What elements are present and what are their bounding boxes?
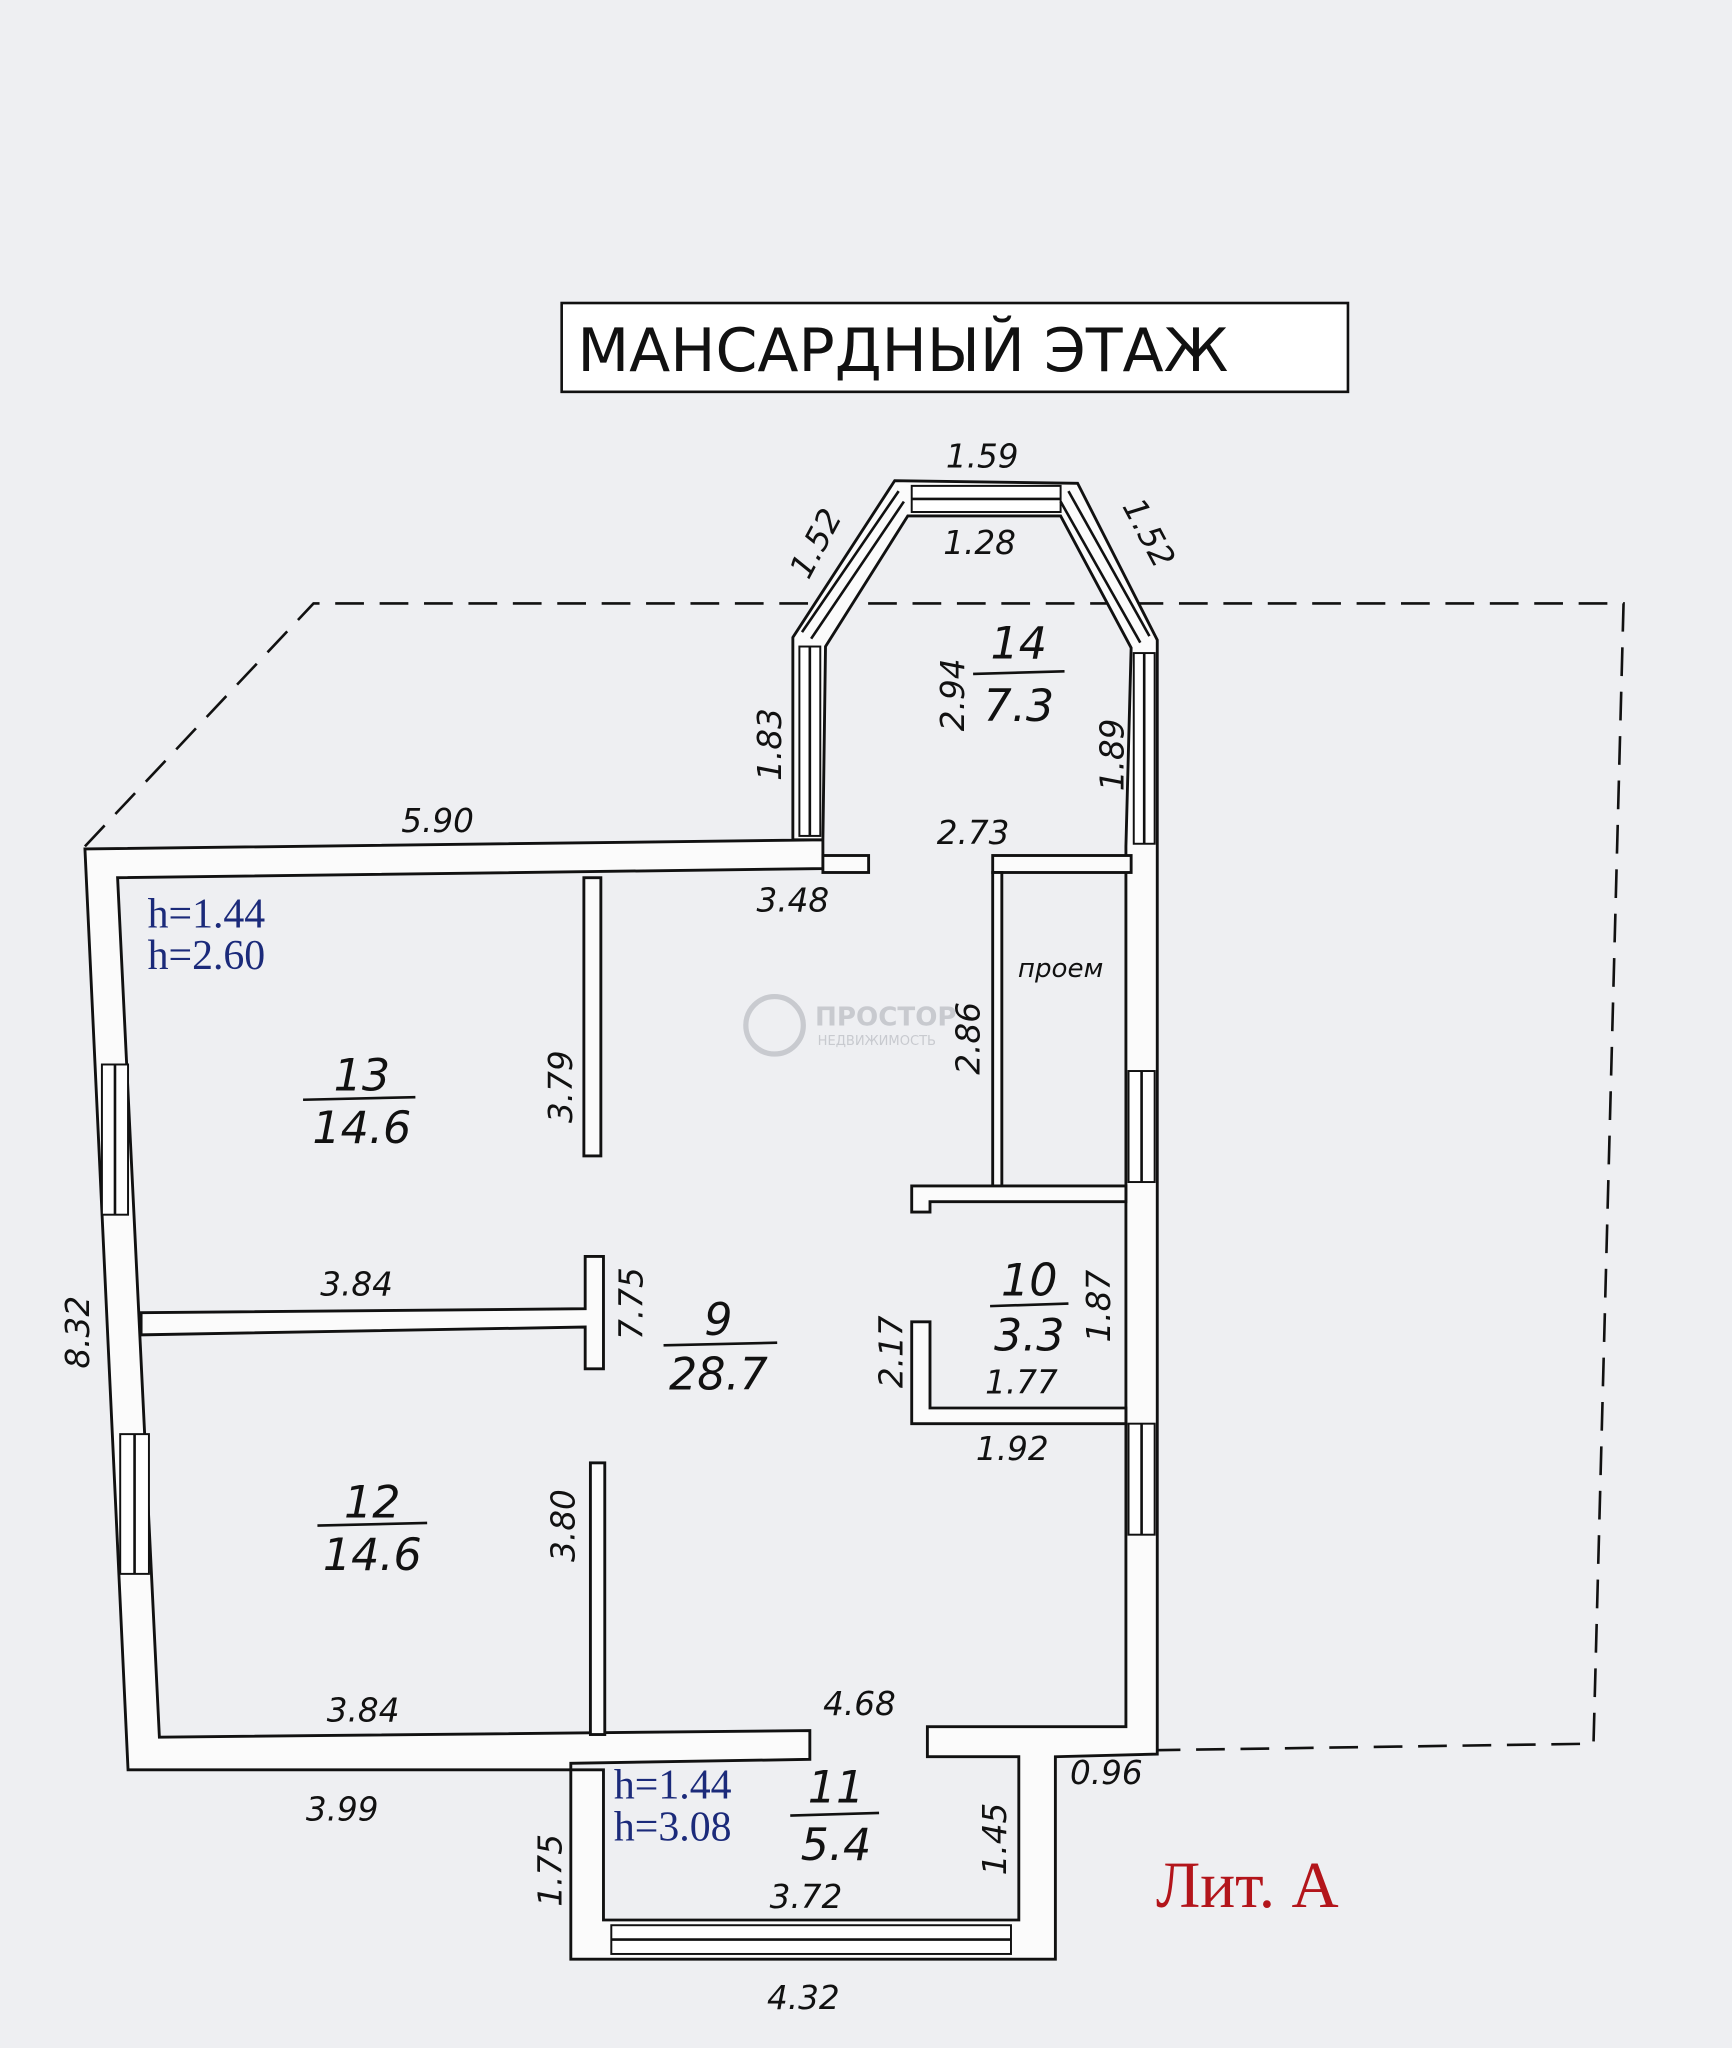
outer-walls: [83, 479, 1159, 1961]
ceiling-heights: h=1.44 h=2.60 h=1.44 h=3.08: [148, 891, 732, 1850]
dimension-label: 1.77: [985, 1364, 1058, 1402]
dimension-label: 1.75: [532, 1834, 570, 1907]
interior-walls: [139, 854, 1133, 1736]
room-label: 14: [991, 618, 1047, 669]
dimension-labels: 1.59 1.52 1.52 1.28 2.94 1.83 1.89 5.90 …: [59, 438, 1183, 2017]
litera-label: Лит. А: [1156, 1850, 1339, 1922]
dimension-label: 3.80: [545, 1489, 583, 1562]
watermark-logo: ПРОСТОР НЕДВИЖИМОСТЬ: [743, 993, 957, 1057]
watermark-brand: ПРОСТОР: [815, 1002, 957, 1032]
room-11: 115.4: [790, 1762, 880, 1871]
opening-label: проем: [1018, 954, 1103, 984]
dimension-label: 1.83: [751, 708, 789, 781]
height-label: h=2.60: [148, 933, 266, 979]
room-label: 10: [1001, 1256, 1057, 1307]
room-label: 12: [344, 1478, 401, 1529]
title-box: МАНСАРДНЫЙ ЭТАЖ: [560, 301, 1350, 394]
dimension-label: 3.84: [320, 1266, 393, 1304]
room-10: 103.3: [990, 1256, 1069, 1362]
room-label: 14.6: [312, 1103, 411, 1154]
room-label: 3.3: [994, 1311, 1065, 1362]
watermark-sub: НЕДВИЖИМОСТЬ: [818, 1034, 936, 1049]
room-label: 28.7: [669, 1350, 768, 1401]
dimension-label: 1.45: [976, 1803, 1014, 1876]
dimension-label: 1.89: [1093, 719, 1131, 792]
dimension-label: 3.99: [306, 1791, 379, 1829]
window-bay-left: [800, 490, 900, 633]
dimension-label: 4.32: [767, 1979, 840, 2017]
dimension-label: 3.72: [770, 1878, 843, 1916]
room-9: 928.7: [663, 1295, 778, 1401]
room-14: 147.3: [973, 618, 1065, 732]
plan-title: МАНСАРДНЫЙ ЭТАЖ: [577, 314, 1228, 386]
room-label: 13: [334, 1051, 391, 1102]
dimension-label: 2.17: [873, 1315, 911, 1388]
dimension-label: 2.94: [934, 659, 972, 732]
dimension-label: 1.92: [976, 1430, 1049, 1468]
dimension-label: 5.90: [401, 802, 474, 840]
room-label: 9: [704, 1295, 732, 1346]
room-label: 14.6: [323, 1530, 422, 1581]
height-label: h=1.44: [148, 891, 266, 937]
room-label: 7.3: [984, 681, 1055, 732]
dimension-label: 0.96: [1070, 1754, 1143, 1792]
dimension-label: 2.73: [937, 814, 1010, 852]
dimension-label: 1.59: [946, 438, 1019, 476]
window-bay-right: [1067, 490, 1151, 637]
dimension-label: 1.28: [943, 524, 1016, 562]
dimension-label: 8.32: [59, 1296, 97, 1369]
height-label: h=3.08: [614, 1804, 732, 1850]
dimension-label: 2.86: [950, 1002, 988, 1075]
dimension-label: 1.52: [1115, 492, 1183, 574]
dimension-label: 1.87: [1080, 1270, 1118, 1343]
dimension-label: 3.79: [542, 1050, 580, 1123]
room-label: 11: [808, 1762, 865, 1813]
dimension-label: 7.75: [613, 1267, 651, 1340]
lower-floor-outline: [83, 602, 1625, 1752]
room-label: 5.4: [801, 1820, 872, 1871]
dimension-label: 3.48: [757, 882, 830, 920]
height-label: h=1.44: [614, 1763, 732, 1809]
dimension-label: 3.84: [327, 1691, 400, 1729]
dimension-label: 4.68: [823, 1685, 896, 1723]
